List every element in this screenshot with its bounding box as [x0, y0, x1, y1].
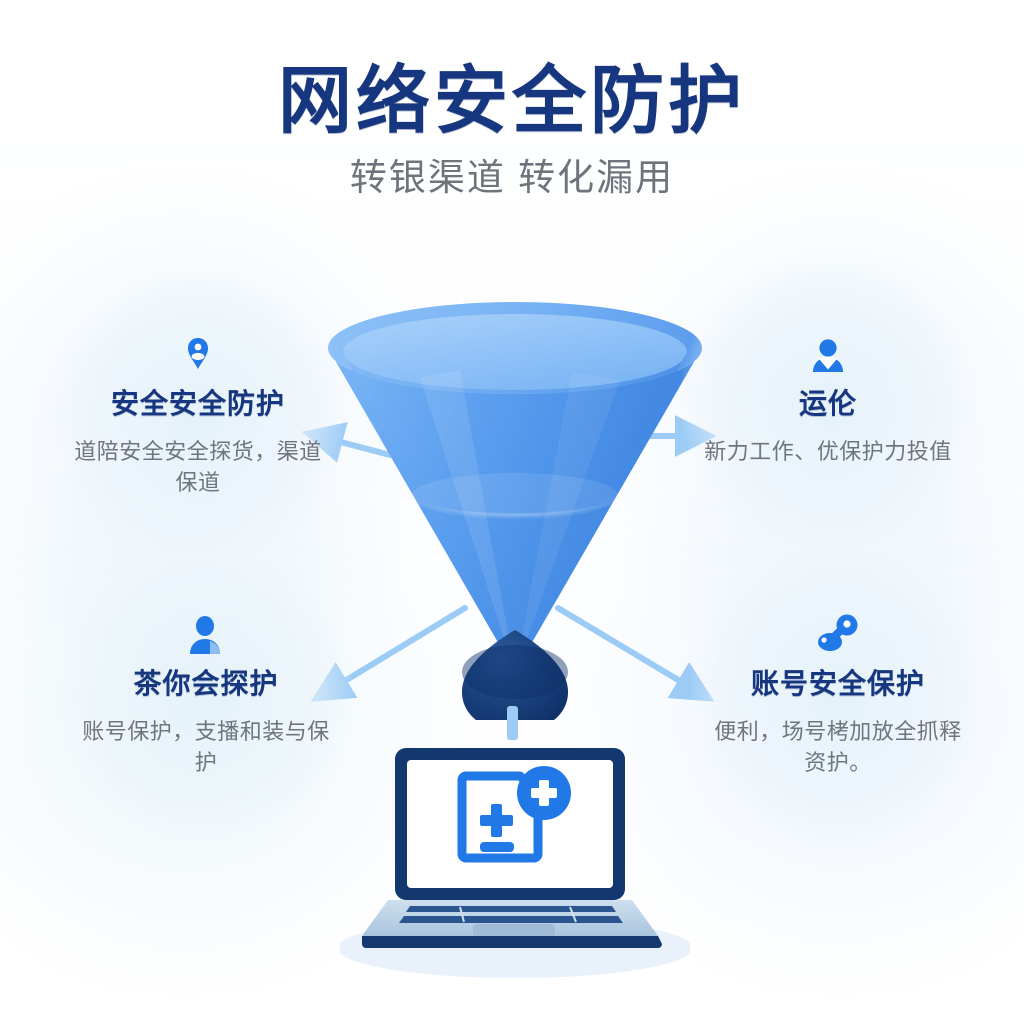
info-block-body: 便利，场号栲加放全抓释资护。 — [714, 719, 962, 776]
info-block-heading: 茶你会探护 — [133, 668, 279, 699]
laptop-trackpad — [473, 924, 555, 938]
info-block-bottom-right: 账号安全保护 便利，场号栲加放全抓释资护。 — [688, 612, 988, 778]
header: 网络安全防护 转银渠道 转化漏用 — [0, 59, 1024, 201]
laptop — [340, 748, 690, 978]
droplet-laptop-connector — [507, 706, 518, 740]
funnel-cone — [328, 302, 702, 720]
info-block-bottom-left: 茶你会探护 账号保护，支播和装与保护 — [56, 612, 356, 778]
document-plus-badge-icon — [457, 766, 571, 863]
info-block-top-left: 安全安全防护 道陪安全安全探货，渠道保道 — [48, 332, 348, 498]
info-block-body: 道陪安全安全探货，渠道保道 — [74, 439, 322, 496]
user-profile-icon — [56, 612, 356, 656]
droplet — [462, 630, 568, 720]
info-block-top-right: 运伦 新力工作、优保护力投值 — [678, 332, 978, 467]
location-person-pin-icon — [48, 332, 348, 376]
info-block-body: 账号保护，支播和装与保护 — [82, 719, 330, 776]
info-block-heading: 安全安全防护 — [110, 388, 285, 419]
info-block-heading: 运伦 — [798, 388, 857, 419]
page-subtitle: 转银渠道 转化漏用 — [349, 157, 675, 199]
key-icon — [688, 612, 988, 656]
user-avatar-icon — [678, 332, 978, 376]
info-block-heading: 账号安全保护 — [750, 668, 925, 699]
page-title: 网络安全防护 — [278, 59, 746, 142]
info-block-body: 新力工作、优保护力投值 — [704, 439, 952, 464]
